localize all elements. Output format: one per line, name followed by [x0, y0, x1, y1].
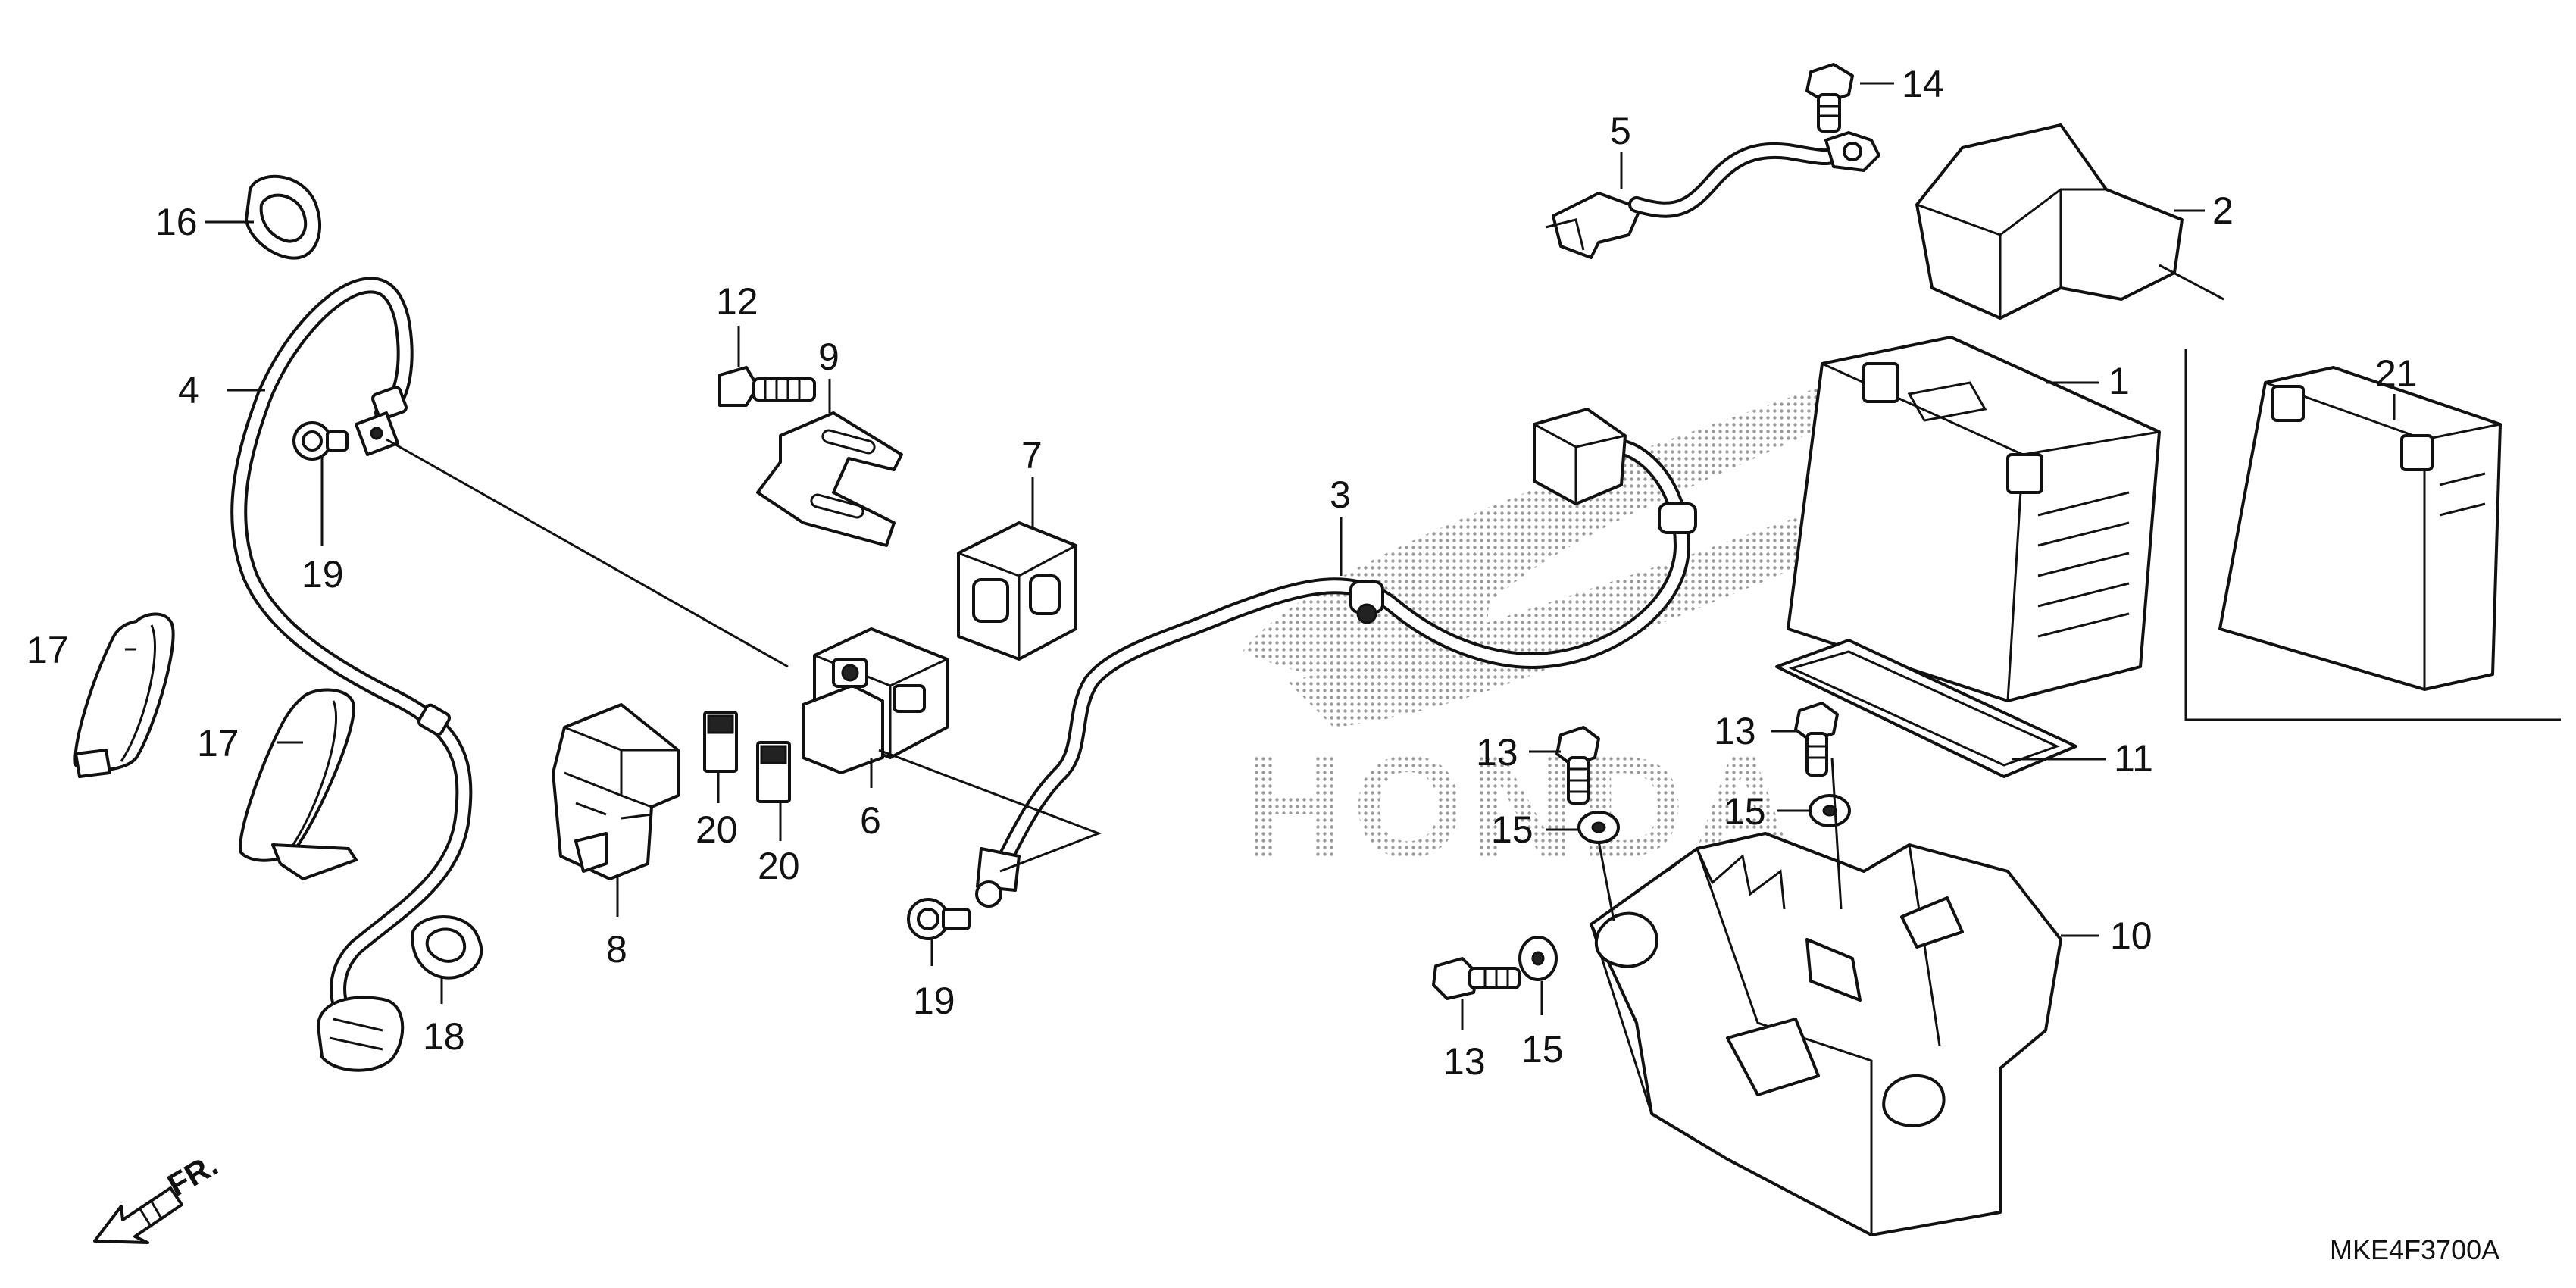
callout-5: 5	[1610, 110, 1631, 152]
callout-1: 1	[2109, 360, 2130, 402]
callout-15-lower: 15	[1521, 1028, 1564, 1071]
part-18-clamp	[411, 915, 483, 980]
callout-13-upper-right: 13	[1714, 710, 1756, 752]
assembly-lines	[386, 438, 1843, 921]
callout-15-right: 15	[1724, 790, 1766, 833]
part-8-relay-cover	[552, 703, 680, 880]
part-15-washer-right	[1809, 794, 1851, 827]
part-17-cover-upper	[73, 612, 175, 778]
wing-logo	[1243, 345, 1970, 686]
part-19-bolt-left	[292, 421, 349, 461]
callout-16: 16	[155, 201, 198, 243]
part-3-battery-cable	[975, 408, 1697, 908]
part-12-bolt	[718, 366, 816, 407]
part-10-battery-case	[1590, 832, 2062, 1236]
part-13-bolt-upper-left	[1555, 726, 1600, 805]
callout-11: 11	[2114, 737, 2153, 780]
part-13-bolt-upper-right	[1794, 702, 1839, 777]
callout-8: 8	[606, 928, 627, 971]
part-6-starter-relay	[802, 627, 949, 774]
part-13-bolt-lower	[1432, 957, 1521, 1000]
callout-12: 12	[716, 280, 758, 323]
part-5-ground-cable	[1545, 131, 1880, 259]
wing-logo-lower	[1288, 470, 1947, 727]
part-16-band-clamp	[245, 174, 322, 260]
part-21-battery-inset	[2184, 349, 2561, 721]
part-11-battery-mat	[1775, 639, 2077, 778]
callout-13-upper-left: 13	[1476, 731, 1518, 774]
callout-20-a: 20	[696, 808, 738, 851]
callout-20-b: 20	[758, 845, 800, 887]
callout-6: 6	[860, 799, 881, 842]
front-arrow-icon	[93, 1186, 183, 1244]
watermark: HONDA	[1243, 345, 1970, 887]
callout-14: 14	[1902, 63, 1944, 105]
callout-13-lower: 13	[1443, 1040, 1486, 1083]
part-7-rubber-mount	[957, 521, 1077, 661]
callouts: 1 2 3 4 5 6 7 8 9 10 11 12 13 13 13 14 1…	[27, 63, 2418, 1083]
part-4-wire-harness	[230, 277, 473, 1072]
callout-7: 7	[1021, 434, 1043, 477]
part-1-battery	[1787, 336, 2161, 702]
part-20-fuse-b	[756, 741, 791, 803]
part-20-fuse-a	[703, 711, 738, 773]
callout-21: 21	[2375, 352, 2418, 395]
callout-4: 4	[178, 369, 199, 411]
part-9-bracket	[756, 411, 903, 547]
callout-leaders	[125, 82, 2396, 1030]
part-17-cover-lower	[239, 688, 358, 880]
part-2-battery-cover	[1915, 123, 2224, 320]
callout-15-left: 15	[1491, 808, 1533, 851]
callout-17-upper: 17	[27, 629, 69, 671]
callout-3: 3	[1330, 474, 1351, 516]
callout-2: 2	[2212, 189, 2234, 232]
callout-19-center: 19	[913, 980, 955, 1022]
part-14-bolt	[1805, 63, 1854, 133]
callout-18: 18	[423, 1015, 465, 1058]
callout-10: 10	[2110, 914, 2152, 957]
callout-19-left: 19	[302, 553, 344, 596]
callout-9: 9	[818, 336, 839, 378]
part-15-washer-lower	[1518, 936, 1558, 981]
callout-17-lower: 17	[197, 722, 239, 764]
part-15-washer-left	[1577, 811, 1620, 844]
front-direction: FR.	[93, 1146, 224, 1244]
part-19-bolt-center	[907, 898, 971, 940]
diagram-code: MKE4F3700A	[2330, 1234, 2499, 1265]
